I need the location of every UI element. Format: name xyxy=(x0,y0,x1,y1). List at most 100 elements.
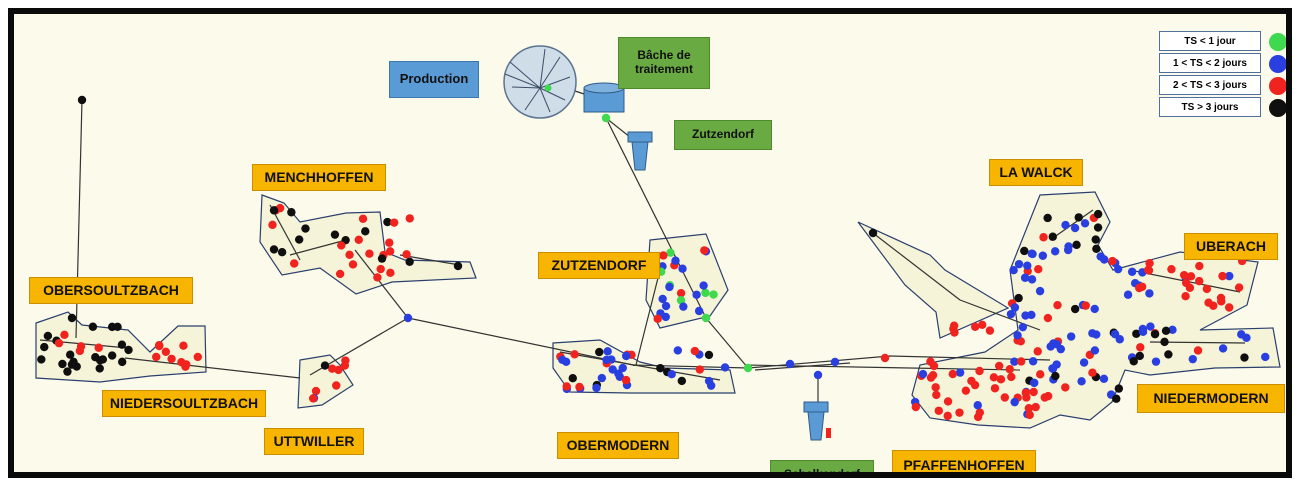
network-node xyxy=(1099,374,1109,383)
network-node xyxy=(575,382,584,392)
legend-item-1to2: 1 < TS < 2 jours xyxy=(1159,53,1286,73)
network-node xyxy=(1061,383,1070,392)
network-node xyxy=(932,390,941,400)
network-node xyxy=(989,373,999,382)
network-node xyxy=(1144,266,1154,275)
network-node xyxy=(973,401,982,410)
network-node xyxy=(830,357,840,367)
network-node xyxy=(562,382,571,391)
network-node xyxy=(320,361,330,370)
network-node xyxy=(1014,259,1024,269)
network-node xyxy=(743,363,753,373)
network-node xyxy=(601,113,611,123)
network-node xyxy=(961,386,971,395)
network-node xyxy=(1123,290,1133,299)
network-node xyxy=(77,95,87,105)
network-node xyxy=(1181,278,1191,288)
network-node xyxy=(1031,402,1040,412)
network-node xyxy=(701,288,710,298)
network-node xyxy=(354,235,363,245)
network-node xyxy=(385,238,394,247)
network-node xyxy=(595,347,604,357)
network-node xyxy=(1046,342,1055,351)
network-node xyxy=(1043,313,1053,323)
network-node xyxy=(1188,354,1197,364)
legend-label: 1 < TS < 2 jours xyxy=(1173,57,1247,69)
label-la-walck: LA WALCK xyxy=(989,159,1083,186)
legend: TS < 1 jour 1 < TS < 2 jours 2 < TS < 3 … xyxy=(1159,31,1286,119)
network-node xyxy=(673,346,683,355)
network-node xyxy=(311,386,321,396)
map-frame: OBERSOULTZBACH NIEDERSOULTZBACH MENCHHOF… xyxy=(8,8,1292,478)
network-node xyxy=(1081,301,1090,310)
network-node xyxy=(603,347,612,356)
network-node xyxy=(107,351,117,360)
network-node xyxy=(182,360,191,369)
network-node xyxy=(679,302,688,311)
network-node xyxy=(1006,309,1016,319)
network-node xyxy=(1043,213,1052,223)
label-pfaffenhoffen: PFAFFENHOFFEN xyxy=(892,450,1036,472)
label-obersoultzbach: OBERSOULTZBACH xyxy=(29,277,193,304)
network-node xyxy=(67,313,77,323)
network-node xyxy=(1218,271,1227,281)
network-node xyxy=(1074,213,1083,222)
network-node xyxy=(1100,255,1109,264)
network-node xyxy=(955,408,964,417)
network-node xyxy=(568,374,577,383)
network-node xyxy=(1030,378,1039,388)
network-node xyxy=(43,331,53,341)
network-node xyxy=(665,282,674,292)
pipe-line xyxy=(289,239,347,256)
network-node xyxy=(1016,357,1026,366)
wheel-spoke xyxy=(539,76,571,89)
network-node xyxy=(570,350,579,359)
network-node xyxy=(813,370,823,380)
network-node xyxy=(1077,377,1086,386)
network-node xyxy=(361,227,370,236)
network-node xyxy=(1025,410,1034,420)
wheel-spoke xyxy=(539,87,566,101)
network-node xyxy=(692,290,701,299)
network-node xyxy=(949,324,958,333)
network-node xyxy=(943,411,952,421)
network-node xyxy=(1048,232,1057,241)
network-node xyxy=(1195,261,1204,271)
network-node xyxy=(1066,332,1076,341)
nodes xyxy=(37,95,1270,422)
network-node xyxy=(334,365,343,375)
network-node xyxy=(383,217,392,227)
pipe-line xyxy=(407,317,634,366)
legend-label: 2 < TS < 3 jours xyxy=(1173,79,1247,91)
network-node xyxy=(1160,337,1169,347)
network-node xyxy=(929,361,939,371)
network-node xyxy=(330,230,340,239)
network-node xyxy=(911,402,921,412)
network-node xyxy=(1114,384,1124,393)
network-node xyxy=(1237,330,1246,339)
network-node xyxy=(1090,346,1100,355)
network-node xyxy=(709,290,718,299)
network-node xyxy=(1167,265,1176,274)
network-node xyxy=(1050,247,1060,256)
network-node xyxy=(405,214,414,223)
network-node xyxy=(990,384,1000,393)
network-node xyxy=(1132,329,1141,338)
network-node xyxy=(308,394,318,403)
network-node xyxy=(994,361,1004,371)
network-node xyxy=(1010,357,1019,366)
network-node xyxy=(117,340,127,349)
network-node xyxy=(1010,397,1019,407)
network-node xyxy=(1034,265,1043,274)
network-node xyxy=(294,235,304,244)
network-node xyxy=(1018,322,1028,332)
network-node xyxy=(608,365,617,374)
network-node xyxy=(1070,223,1080,233)
network-node xyxy=(1021,311,1030,320)
network-node xyxy=(1136,343,1145,352)
network-node xyxy=(385,247,395,256)
network-node xyxy=(1135,351,1144,361)
network-node xyxy=(934,406,943,415)
pipe-line xyxy=(1049,209,1094,241)
network-node xyxy=(1240,353,1249,362)
